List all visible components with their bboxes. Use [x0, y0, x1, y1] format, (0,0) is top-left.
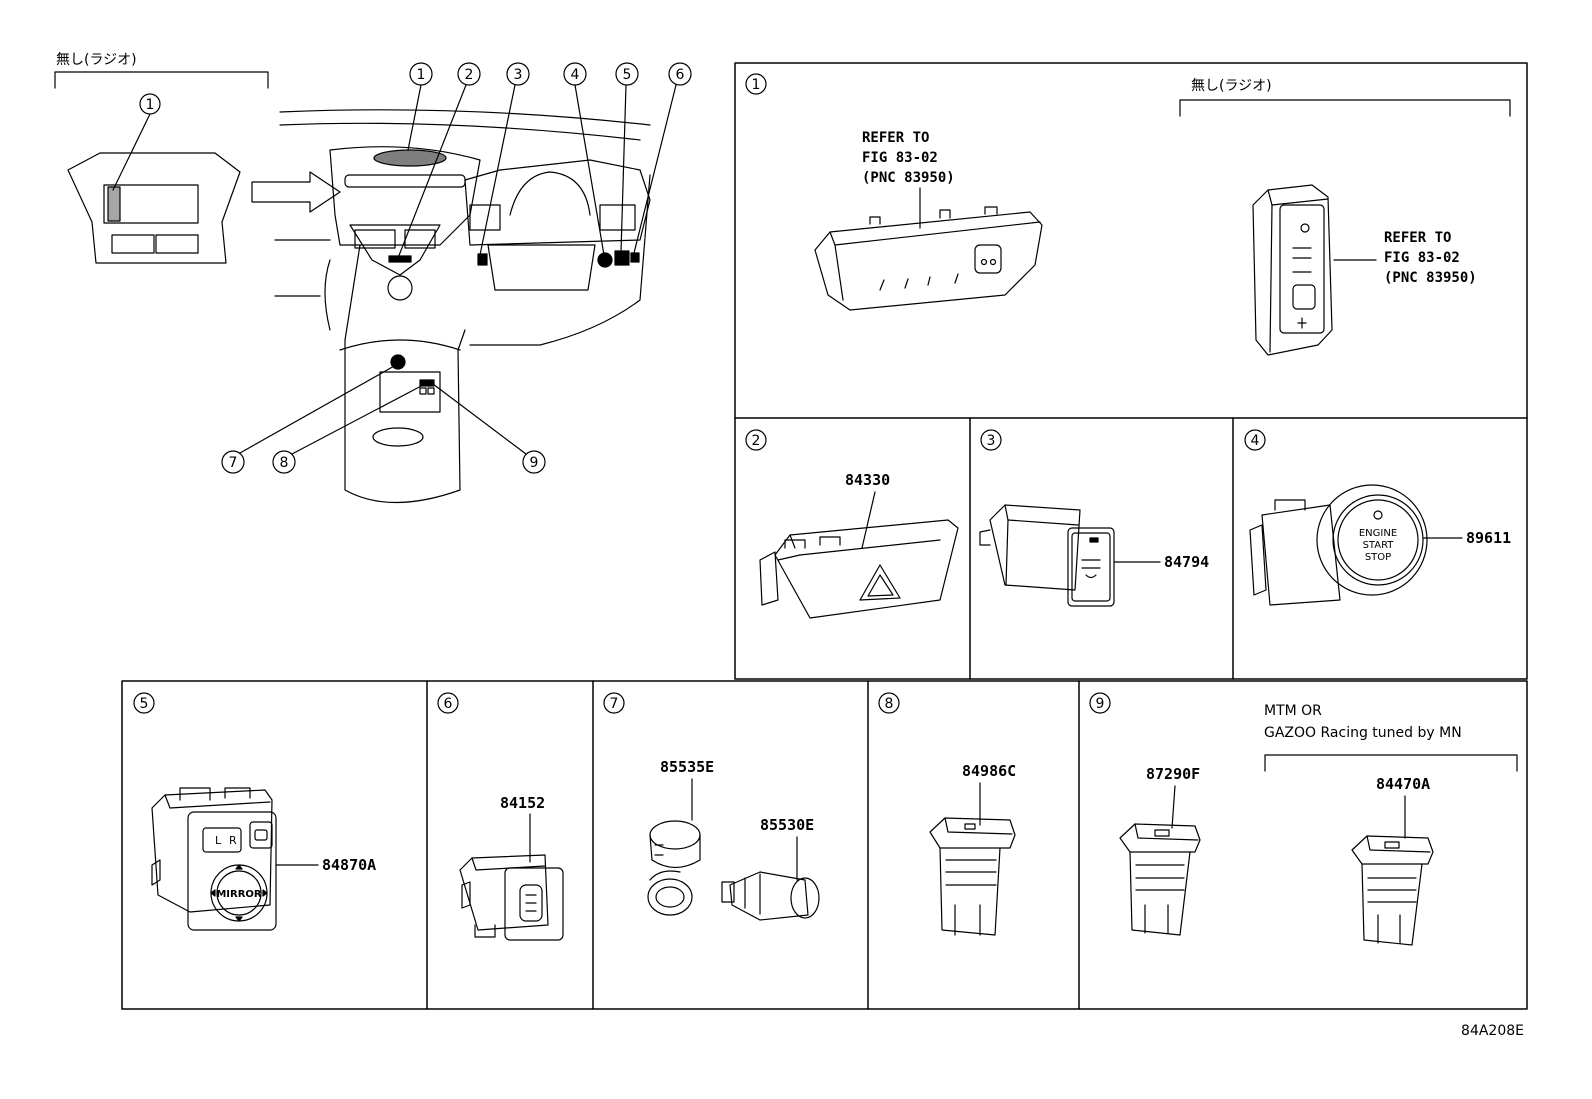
- hazard-switch-illustration: [759, 519, 959, 619]
- mirror-switch-illustration: [151, 787, 277, 931]
- inset-panel-illustration: 1: [67, 93, 241, 264]
- mirror-switch-label-l: L: [215, 834, 222, 847]
- switch-84986C-illustration: [929, 817, 1016, 936]
- start-stop-text-engine: ENGINE: [1359, 528, 1397, 539]
- panel-6: 6 84152: [437, 692, 564, 941]
- part-number-89611: 89611: [1466, 529, 1511, 547]
- overview-area: 無し(ラジオ) 1: [54, 52, 692, 504]
- panel-9-note-line1: MTM OR: [1264, 703, 1322, 719]
- panel-1-vertical-switch-illustration: [1252, 184, 1333, 356]
- part-number-84794: 84794: [1164, 553, 1209, 571]
- overview-callout-4: 4: [571, 67, 580, 83]
- light-control-switch-illustration: [459, 854, 564, 941]
- panel-1-refer-right-line2: FIG 83-02: [1384, 250, 1460, 266]
- panel-2-callout: 2: [752, 433, 761, 449]
- part-number-84986C: 84986C: [962, 762, 1016, 780]
- panel-7-callout: 7: [610, 696, 619, 712]
- overview-callouts: 1 2 3 4 5 6 7 8 9: [221, 62, 692, 474]
- part-number-84470A: 84470A: [1376, 775, 1430, 793]
- defogger-switch-illustration: [979, 504, 1115, 607]
- start-stop-text-start: START: [1363, 540, 1395, 551]
- panel-4: 4 ENGINE START STOP 89611: [1244, 429, 1511, 606]
- panel-6-callout: 6: [444, 696, 453, 712]
- panel-1-refer-right-line1: REFER TO: [1384, 230, 1451, 246]
- switch-87290F-illustration: [1119, 823, 1201, 936]
- panel-1: 1 REFER TO FIG 83-02 (PNC 83950) 無し(ラジオ): [745, 73, 1511, 356]
- panel-9-callout: 9: [1096, 696, 1105, 712]
- view-arrow: [251, 171, 341, 213]
- panel-1-refer-left-line1: REFER TO: [862, 130, 929, 146]
- overview-callout-7: 7: [229, 455, 238, 471]
- part-number-84870A: 84870A: [322, 856, 376, 874]
- overview-callout-2: 2: [465, 67, 474, 83]
- start-stop-button-illustration: [1249, 484, 1428, 606]
- dashboard-illustration: [274, 109, 651, 504]
- overview-variant-bracket: [54, 71, 269, 89]
- panel-1-callout: 1: [752, 77, 761, 93]
- panel-1-refer-left-line3: (PNC 83950): [862, 170, 955, 186]
- figure-id: 84A208E: [1461, 1023, 1524, 1039]
- cigarette-lighter-illustration: [721, 871, 820, 921]
- panel-7: 7 85535E 85530E: [603, 692, 820, 921]
- panel-3-callout: 3: [987, 433, 996, 449]
- panel-8-callout: 8: [885, 696, 894, 712]
- panel-2: 2 84330: [745, 429, 959, 619]
- part-number-85535E: 85535E: [660, 758, 714, 776]
- panel-1-control-panel-illustration: [814, 206, 1043, 311]
- panel-1-variant-bracket: [1179, 99, 1511, 117]
- panel-9: 9 MTM OR GAZOO Racing tuned by MN 87290F…: [1089, 692, 1518, 946]
- mirror-button-label: MIRROR: [216, 889, 262, 900]
- part-number-84152: 84152: [500, 794, 545, 812]
- overview-callout-9: 9: [530, 455, 539, 471]
- panel-grid: [121, 62, 1528, 1010]
- overview-variant-label: 無し(ラジオ): [56, 52, 137, 68]
- panel-4-callout: 4: [1251, 433, 1260, 449]
- power-outlet-socket-illustration: [647, 820, 701, 916]
- panel-8: 8 84986C: [878, 692, 1016, 936]
- start-stop-text-stop: STOP: [1365, 552, 1391, 563]
- panel-5: 5 L R MIRROR 84870A: [133, 692, 376, 931]
- switch-84470A-illustration: [1351, 835, 1434, 946]
- overview-callout-5: 5: [623, 67, 632, 83]
- part-number-87290F: 87290F: [1146, 765, 1200, 783]
- part-number-85530E: 85530E: [760, 816, 814, 834]
- overview-callout-6: 6: [676, 67, 685, 83]
- overview-callout-3: 3: [514, 67, 523, 83]
- panel-1-refer-right-line3: (PNC 83950): [1384, 270, 1477, 286]
- panel-9-note-line2: GAZOO Racing tuned by MN: [1264, 725, 1462, 741]
- inset-callout: 1: [146, 97, 155, 113]
- panel-1-refer-left-line2: FIG 83-02: [862, 150, 938, 166]
- panel-9-variant-bracket: [1264, 754, 1518, 772]
- panel-5-callout: 5: [140, 696, 149, 712]
- mirror-switch-label-r: R: [229, 834, 237, 847]
- part-number-84330: 84330: [845, 471, 890, 489]
- overview-callout-1: 1: [417, 67, 426, 83]
- overview-callout-8: 8: [280, 455, 289, 471]
- panel-1-variant-label: 無し(ラジオ): [1191, 78, 1272, 94]
- panel-3: 3 84794: [979, 429, 1209, 607]
